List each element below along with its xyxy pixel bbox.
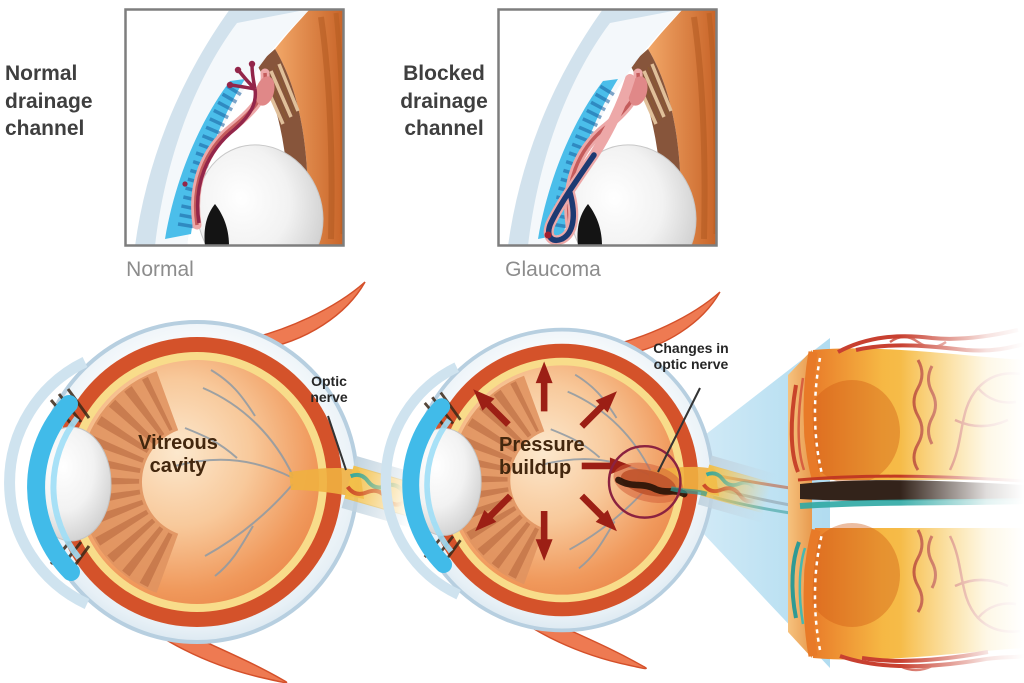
changes-pointer-line [657,387,701,473]
glaucoma-caption: Glaucoma [505,258,601,281]
normal-caption: Normal [126,258,194,281]
blocked-drainage-box [497,8,718,247]
optic-nerve-label: Optic nerve [310,373,348,405]
normal-drainage-label: Normal drainage channel [5,62,93,141]
blocked-box-border [497,8,718,247]
normal-drainage-box [124,8,345,247]
vitreous-cavity-label: Vitreous cavity [138,432,218,477]
changes-in-optic-nerve-label: Changes in optic nerve [653,340,729,372]
pressure-buildup-label: Pressure buildup [499,434,585,479]
normal-box-border [124,8,345,247]
normal-eye [10,282,426,683]
magnified-optic-nerve [788,318,1024,682]
optic-nerve-change-circle [607,444,682,519]
damaged-optic-nerve [613,462,708,504]
glaucoma-eye [386,292,777,669]
optic-nerve-pointer-line [327,415,347,471]
blocked-drainage-label: Blocked drainage channel [400,62,488,141]
